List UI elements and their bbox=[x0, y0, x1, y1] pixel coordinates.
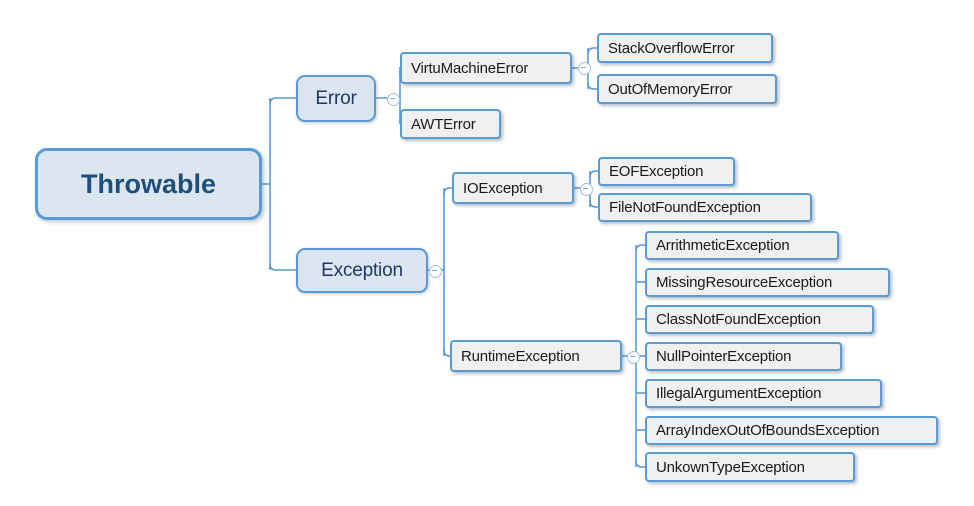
node-awterror[interactable]: AWTError bbox=[400, 109, 501, 139]
node-label: ClassNotFoundException bbox=[656, 311, 821, 328]
node-label: IllegalArgumentException bbox=[656, 385, 822, 402]
node-exception[interactable]: Exception bbox=[296, 248, 428, 293]
node-label: MissingResourceException bbox=[656, 274, 833, 291]
node-error[interactable]: Error bbox=[296, 75, 376, 122]
node-illegalargumentexception[interactable]: IllegalArgumentException bbox=[645, 379, 882, 408]
node-label: ArrayIndexOutOfBoundsException bbox=[656, 422, 880, 439]
node-arrithmeticexception[interactable]: ArrithmeticException bbox=[645, 231, 839, 260]
node-arrayindexoutofboundsexception[interactable]: ArrayIndexOutOfBoundsException bbox=[645, 416, 938, 445]
node-label: VirtuMachineError bbox=[411, 59, 529, 77]
node-eofexception[interactable]: EOFException bbox=[598, 157, 735, 186]
node-label: RuntimeException bbox=[461, 347, 580, 365]
node-nullpointerexception[interactable]: NullPointerException bbox=[645, 342, 842, 371]
node-label: EOFException bbox=[609, 163, 704, 180]
node-virtumachineerror[interactable]: VirtuMachineError bbox=[400, 52, 572, 84]
node-unkowntypeexception[interactable]: UnkownTypeException bbox=[645, 452, 855, 482]
node-throwable[interactable]: Throwable bbox=[35, 148, 262, 220]
node-label: Exception bbox=[321, 260, 403, 281]
node-label: AWTError bbox=[411, 115, 476, 133]
node-label: NullPointerException bbox=[656, 348, 792, 365]
node-stackoverflowerror[interactable]: StackOverflowError bbox=[597, 33, 773, 63]
node-label: IOException bbox=[463, 179, 543, 197]
node-filenotfoundexception[interactable]: FileNotFoundException bbox=[598, 193, 812, 222]
collapse-toggle-runtimeexception[interactable] bbox=[627, 351, 640, 364]
node-missingresourceexception[interactable]: MissingResourceException bbox=[645, 268, 890, 297]
node-label: Error bbox=[315, 88, 357, 109]
node-ioexception[interactable]: IOException bbox=[452, 172, 574, 204]
collapse-toggle-ioexception[interactable] bbox=[580, 183, 593, 196]
node-runtimeexception[interactable]: RuntimeException bbox=[450, 340, 622, 372]
collapse-toggle-error[interactable] bbox=[387, 93, 400, 106]
node-classnotfoundexception[interactable]: ClassNotFoundException bbox=[645, 305, 874, 334]
node-label: ArrithmeticException bbox=[656, 237, 790, 254]
node-label: UnkownTypeException bbox=[656, 458, 805, 476]
node-outofmemoryerror[interactable]: OutOfMemoryError bbox=[597, 74, 777, 104]
collapse-toggle-exception[interactable] bbox=[429, 265, 442, 278]
node-label: FileNotFoundException bbox=[609, 199, 761, 216]
node-label: Throwable bbox=[80, 168, 216, 199]
node-label: StackOverflowError bbox=[608, 39, 735, 57]
node-label: OutOfMemoryError bbox=[608, 80, 733, 98]
collapse-toggle-virtumachineerror[interactable] bbox=[578, 62, 591, 75]
